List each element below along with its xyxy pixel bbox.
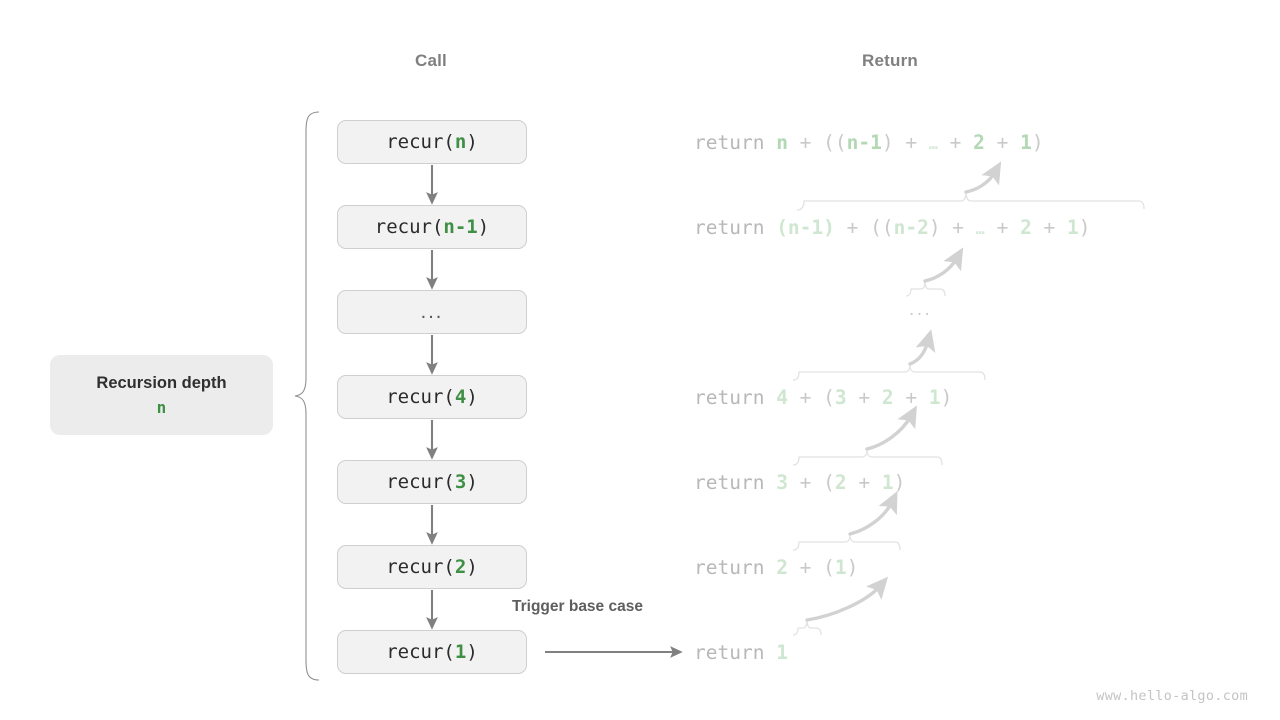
return-brace-5	[792, 449, 943, 466]
return-brace-2	[796, 192, 1145, 211]
return-curve-4-to-ellipsis	[908, 329, 936, 366]
call-box-recur-2[interactable]: recur(2)	[337, 545, 527, 589]
return-keyword: return	[694, 470, 777, 494]
recursion-depth-value: n	[156, 397, 167, 417]
return-curve-2-to-1	[964, 161, 1002, 194]
call-box-text: recur(1)	[386, 641, 478, 663]
return-keyword: return	[694, 215, 777, 239]
call-box-text: recur(n)	[386, 131, 478, 153]
return-curve-6-to-5	[848, 491, 898, 536]
call-box-recur-4[interactable]: recur(4)	[337, 375, 527, 419]
column-title-call: Call	[415, 51, 447, 70]
trigger-base-case-label: Trigger base case	[512, 598, 643, 615]
call-box-recur-n-1[interactable]: recur(n-1)	[337, 205, 527, 249]
return-row-5: return 3 + (2 + 1)	[694, 467, 905, 497]
recursion-depth-label: Recursion depth n	[50, 355, 273, 435]
return-curve-5-to-4	[865, 405, 918, 451]
return-row-ellipsis: ...	[909, 299, 933, 320]
return-expression: n + ((n-1) + … + 2 + 1)	[776, 130, 1044, 154]
recursion-depth-title: Recursion depth	[96, 373, 227, 392]
return-brace-7	[792, 620, 822, 636]
return-row-4: return 4 + (3 + 2 + 1)	[694, 382, 952, 412]
return-keyword: return	[694, 555, 777, 579]
return-expression: 3 + (2 + 1)	[776, 470, 906, 494]
return-expression: 1	[776, 640, 788, 664]
return-brace-4	[792, 364, 986, 381]
recursion-depth-brace	[293, 110, 323, 682]
call-box-text: recur(3)	[386, 471, 478, 493]
return-curve-7-to-6	[805, 576, 889, 622]
return-row-6: return 2 + (1)	[694, 552, 858, 582]
return-expression: 2 + (1)	[776, 555, 859, 579]
call-box-text: recur(2)	[386, 556, 478, 578]
return-curve-ellipsis-to-2	[923, 247, 964, 283]
return-brace-ellipsis	[905, 281, 946, 297]
return-expression: 4 + (3 + 2 + 1)	[776, 385, 953, 409]
return-row-1: return n + ((n-1) + … + 2 + 1)	[694, 127, 1044, 157]
watermark: www.hello-algo.com	[1096, 688, 1248, 704]
column-title-return: Return	[862, 51, 918, 70]
call-box-recur-n[interactable]: recur(n)	[337, 120, 527, 164]
call-box-text: ...	[420, 300, 444, 323]
call-box-recur-1[interactable]: recur(1)	[337, 630, 527, 674]
return-keyword: return	[694, 130, 777, 154]
return-keyword: return	[694, 640, 777, 664]
return-expression: (n-1) + ((n-2) + … + 2 + 1)	[776, 215, 1091, 239]
call-box-text: recur(n-1)	[374, 216, 490, 238]
return-row-7: return 1	[694, 637, 788, 667]
return-brace-6	[792, 534, 901, 551]
call-box-recur-3[interactable]: recur(3)	[337, 460, 527, 504]
return-row-2: return (n-1) + ((n-2) + … + 2 + 1)	[694, 212, 1091, 242]
return-keyword: return	[694, 385, 777, 409]
call-box-ellipsis[interactable]: ...	[337, 290, 527, 334]
call-box-text: recur(4)	[386, 386, 478, 408]
